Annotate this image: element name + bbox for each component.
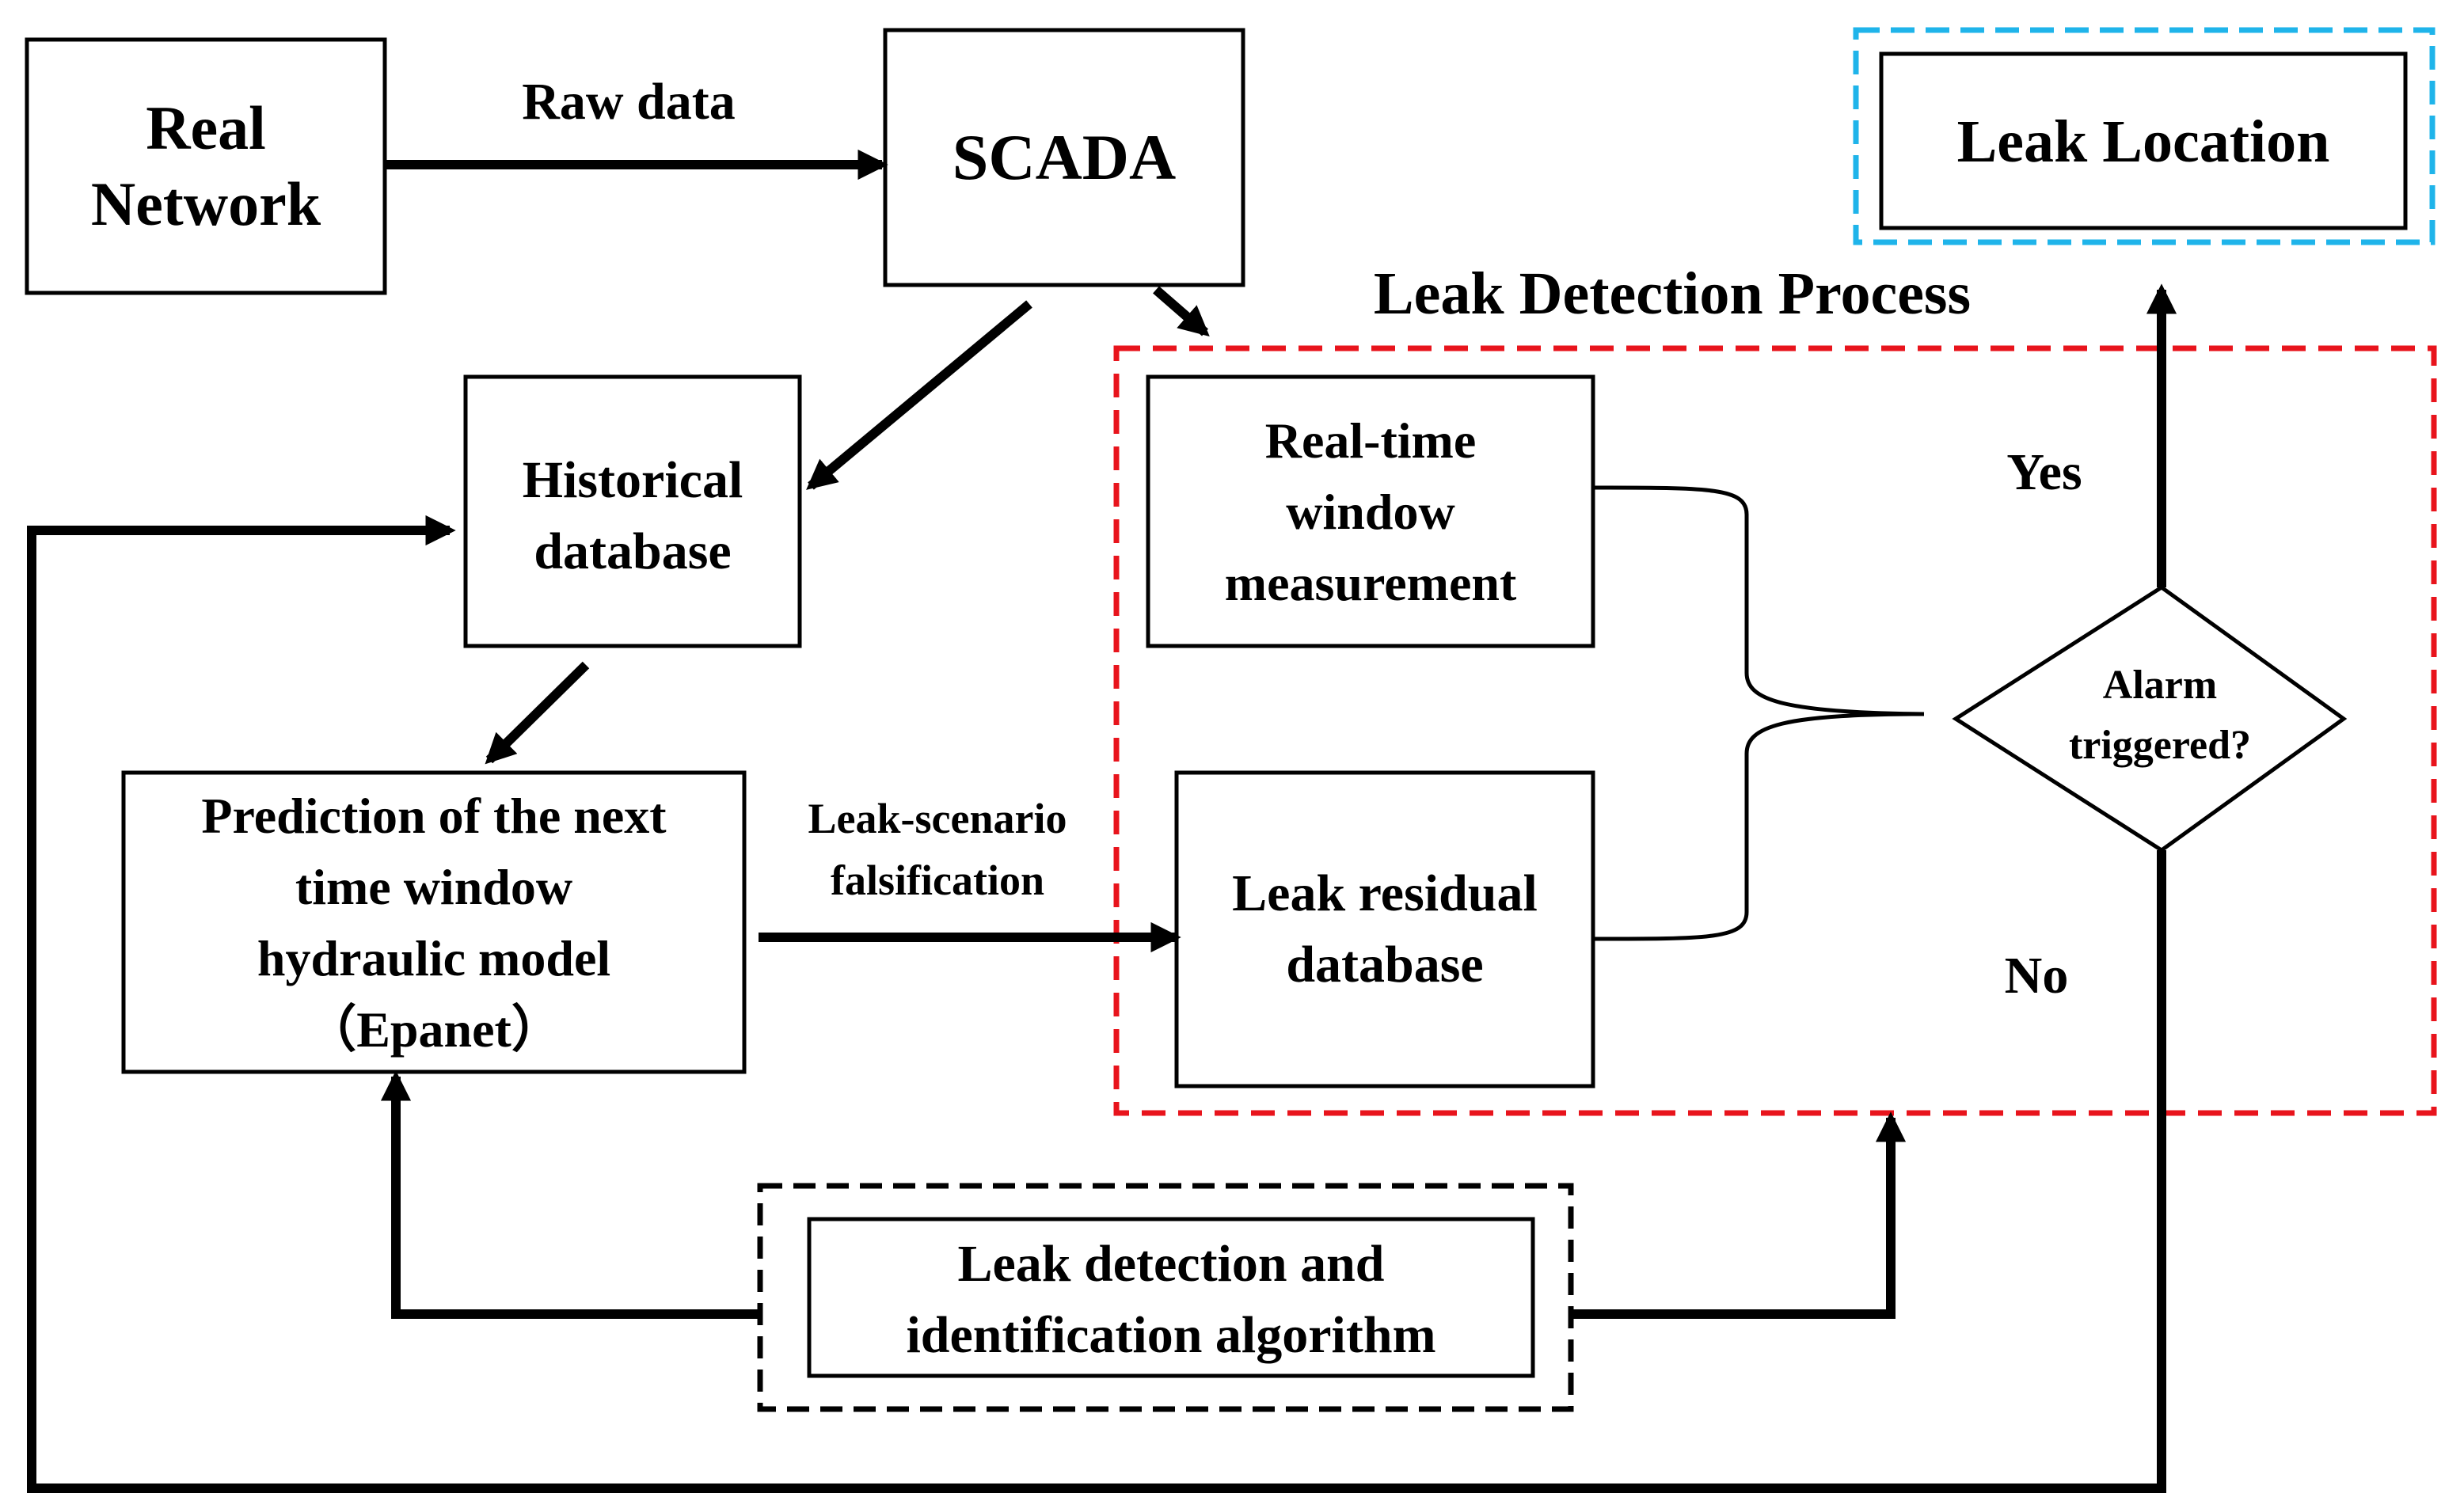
label-line: Leak Location [1957,108,2330,175]
label-line: Leak-scenario [808,795,1067,842]
label-line: SCADA [953,121,1176,193]
leak-residual-database-label: Leak residual database [1232,864,1538,993]
process-title: Leak Detection Process [1374,260,1971,327]
label-line: triggered? [2069,723,2251,768]
leak-scenario-label: Leak-scenario falsification [808,795,1067,904]
leak-location-label: Leak Location [1957,108,2330,175]
label-line: hydraulic model [257,930,610,986]
leak-location-box [1879,51,2408,230]
label-line: （Epanet） [306,1001,562,1058]
label-line: Alarm [2103,663,2217,708]
algorithm-label: Leak detection and identification algorit… [906,1235,1435,1364]
label-line: database [534,522,731,580]
label-line: Real-time [1265,412,1477,469]
scada-label: SCADA [953,121,1176,193]
algorithm-outer-border [757,1183,1574,1412]
alarm-decision-label: Alarm triggered? [2069,663,2251,768]
label-line: Historical [523,451,743,509]
arrow-historical-to-prediction [485,661,590,765]
label-line: window [1286,484,1454,540]
real-network-box [25,37,387,295]
label-line: Network [91,169,321,238]
no-label: No [2005,947,2069,1005]
label-line: time window [295,859,572,915]
label-line: Leak detection and [957,1235,1384,1293]
arrow-algorithm-to-process [1571,1111,1907,1319]
prediction-model-label: Prediction of the next time window hydraul… [201,788,667,1058]
historical-database-label: Historical database [523,451,743,580]
label-line: Leak residual [1232,864,1538,922]
label-line: falsification [831,857,1044,904]
merge-brace [1592,485,1925,941]
realtime-measurement-label: Real-time window measurement [1225,412,1517,611]
alarm-decision-diamond [1952,584,2348,853]
arrow-scada-to-process [1153,286,1210,337]
realtime-measurement-box [1146,374,1595,648]
arrow-alarm-no-feedback-loop [27,515,2166,1493]
label-line: measurement [1225,555,1517,611]
historical-database-box [463,374,802,648]
label-line: database [1286,936,1483,993]
leak-detection-process-border [1113,345,2437,1116]
arrow-scada-to-historical [806,300,1032,490]
raw-data-label: Raw data [522,73,736,131]
leak-location-outer-border [1853,27,2435,245]
label-line: identification algorithm [906,1306,1435,1364]
algorithm-box [807,1217,1535,1378]
arrow-algorithm-to-prediction [380,1070,760,1319]
prediction-model-box [121,770,747,1074]
label-line: Prediction of the next [201,788,667,844]
leak-residual-database-box [1174,770,1595,1088]
label-line: Real [146,93,266,162]
yes-label: Yes [2006,443,2082,501]
